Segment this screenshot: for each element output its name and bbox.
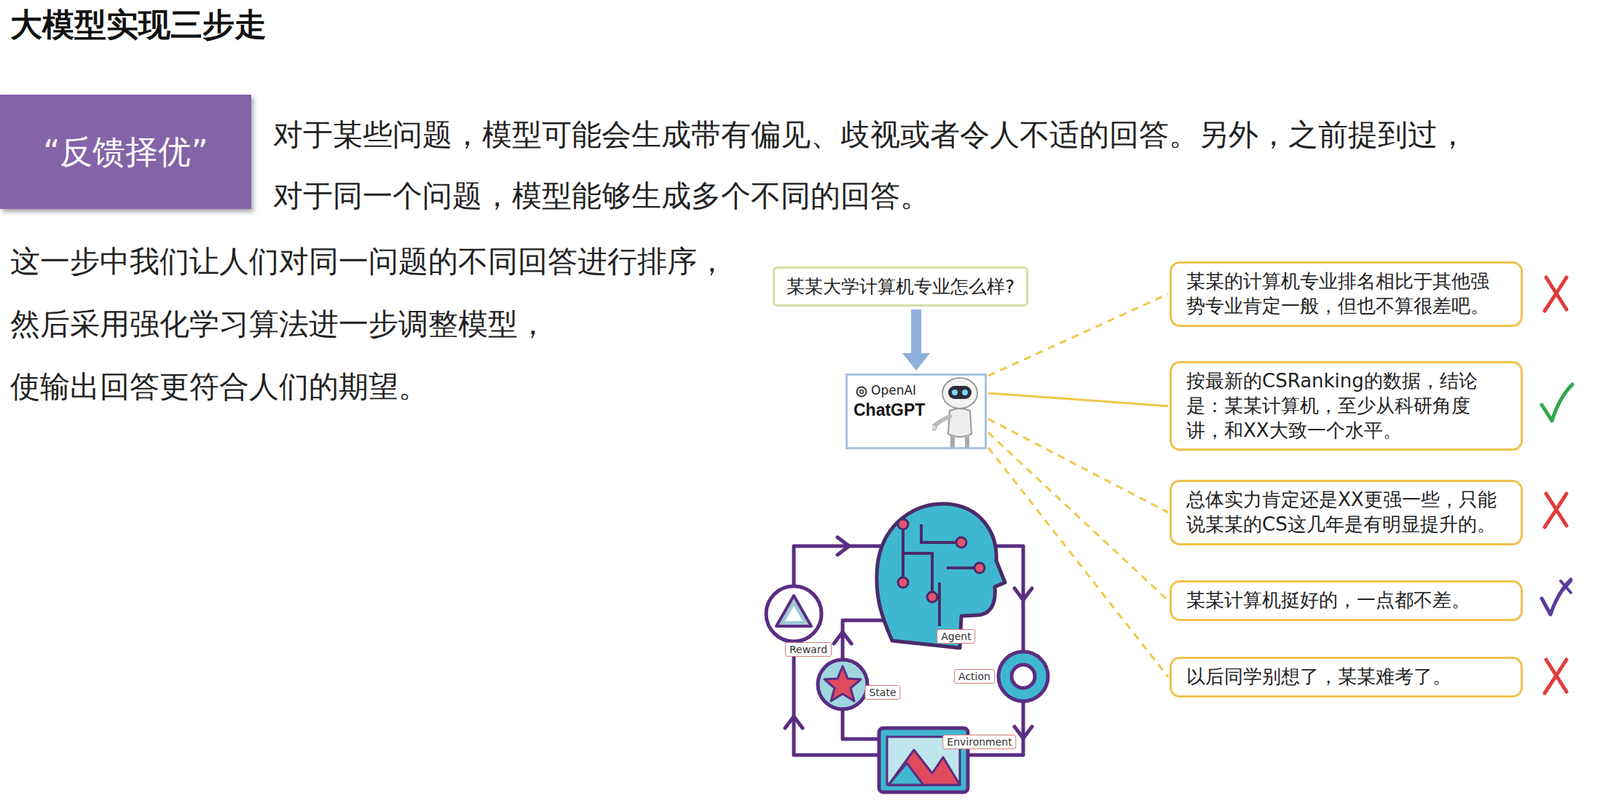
answer-box: 某某的计算机专业排名相比于其他强势专业肯定一般，但也不算很差吧。 bbox=[1169, 261, 1523, 327]
node-text: 总体实力肯定还是XX更强一些，只能说某某的CS这几年是有明显提升的。 bbox=[1186, 487, 1507, 538]
icon-tag: Reward bbox=[785, 642, 832, 657]
agent-head bbox=[876, 503, 1006, 649]
arrow-head bbox=[902, 353, 930, 371]
connector bbox=[988, 393, 1169, 407]
check-cross-mark bbox=[1541, 579, 1571, 615]
body-text: 对于同一个问题，模型能够生成多个不同的回答。 bbox=[273, 178, 930, 215]
answer-box: 某某计算机挺好的，一点都不差。 bbox=[1169, 580, 1523, 622]
state-icon bbox=[817, 659, 868, 710]
icon-tag: Environment bbox=[942, 734, 1016, 750]
node-text: OpenAI bbox=[853, 383, 985, 398]
body-text: 然后采用强化学习算法进一步调整模型， bbox=[10, 306, 548, 343]
node-text: 某某的计算机专业排名相比于其他强势专业肯定一般，但也不算很差吧。 bbox=[1186, 269, 1507, 319]
connector bbox=[988, 432, 1169, 601]
reward-icon bbox=[766, 586, 822, 642]
connector-line bbox=[988, 432, 1169, 601]
answer-box: 以后同学别想了，某某难考了。 bbox=[1169, 656, 1523, 698]
connector bbox=[988, 447, 1169, 678]
node-text: 某某大学计算机专业怎么样? bbox=[786, 274, 1015, 299]
cross-mark bbox=[1544, 277, 1567, 311]
action-icon bbox=[998, 651, 1048, 702]
chatgpt-box: OpenAI ChatGPT bbox=[845, 373, 987, 450]
connector-line bbox=[988, 393, 1169, 407]
node-text: 某某计算机挺好的，一点都不差。 bbox=[1186, 588, 1507, 614]
icon-tag: Action bbox=[954, 669, 995, 684]
connector bbox=[902, 309, 930, 371]
body-text: 这一步中我们让人们对同一问题的不同回答进行排序， bbox=[10, 243, 727, 280]
body-text: 对于某些问题，模型可能会生成带有偏见、歧视或者令人不适的回答。另外，之前提到过， bbox=[273, 117, 1468, 153]
slide-title: 大模型实现三步走 bbox=[10, 3, 267, 47]
question-box: 某某大学计算机专业怎么样? bbox=[772, 266, 1029, 307]
body-text: 使输出回答更符合人们的期望。 bbox=[10, 369, 429, 405]
step-tag-box: “反馈择优” bbox=[0, 94, 252, 210]
node-text: “反馈择优” bbox=[42, 130, 209, 175]
node-text: ChatGPT bbox=[853, 400, 985, 421]
connector bbox=[988, 418, 1169, 512]
answer-box: 按最新的CSRanking的数据，结论是：某某计算机，至少从科研角度讲，和XX大… bbox=[1169, 361, 1523, 451]
cross-mark bbox=[1544, 659, 1567, 694]
check-mark bbox=[1541, 384, 1573, 421]
connector-line bbox=[988, 447, 1169, 678]
robot-figure bbox=[932, 375, 984, 449]
cross-mark bbox=[1544, 493, 1567, 528]
connector-line bbox=[988, 418, 1169, 512]
icon-tag: Agent bbox=[936, 629, 976, 644]
node-text: 以后同学别想了，某某难考了。 bbox=[1186, 664, 1507, 690]
icon-tag: State bbox=[864, 685, 901, 700]
openai-logo bbox=[854, 385, 869, 399]
node-text: 按最新的CSRanking的数据，结论是：某某计算机，至少从科研角度讲，和XX大… bbox=[1186, 369, 1507, 443]
connector-line bbox=[911, 309, 922, 354]
answer-box: 总体实力肯定还是XX更强一些，只能说某某的CS这几年是有明显提升的。 bbox=[1169, 479, 1523, 546]
